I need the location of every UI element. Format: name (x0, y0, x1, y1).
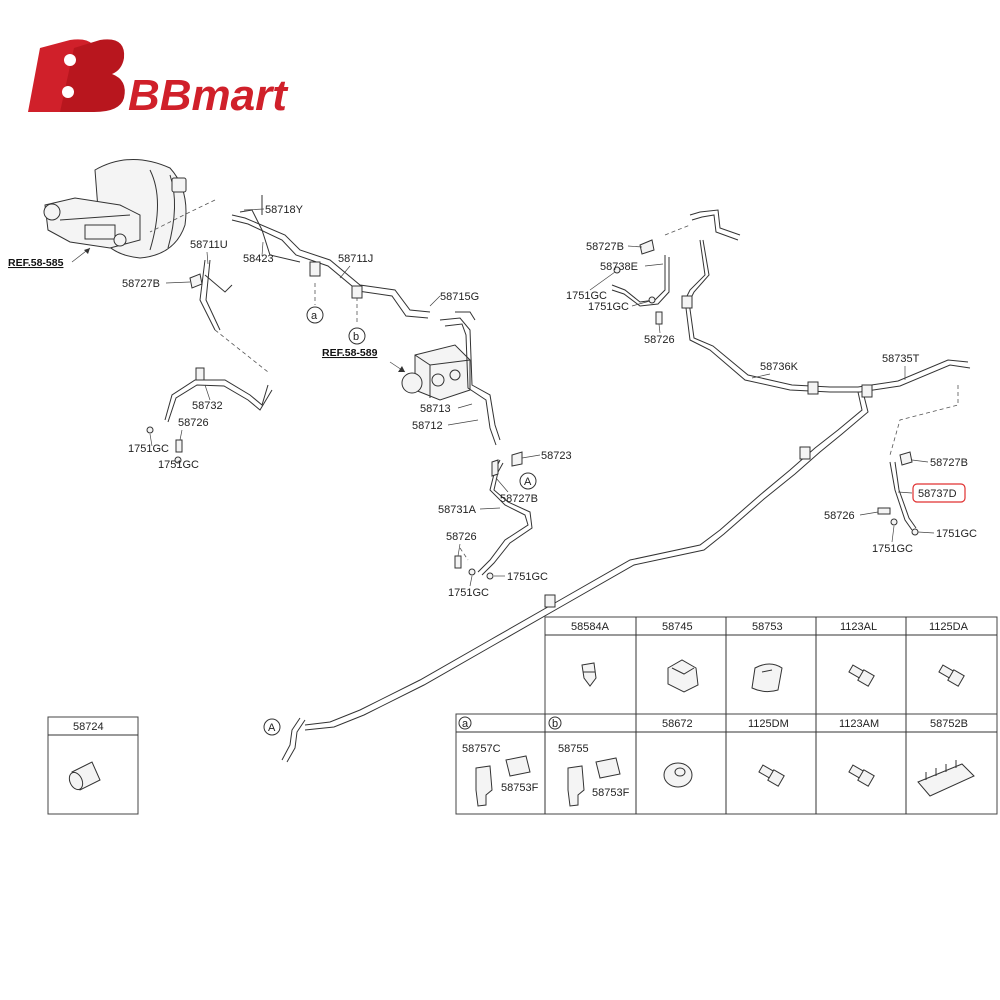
svg-text:a: a (311, 310, 318, 322)
label-58726-4: 58726 (824, 510, 855, 522)
parts-box-58724: 58724 (47, 716, 139, 815)
cell-b: b 58755 58753F (548, 716, 630, 807)
parts-table-bottom: 58672 1125DM 1123AM 58752B a 58757C 5875… (455, 713, 998, 815)
brake-booster-assembly (43, 159, 187, 259)
highlight-box-58737D (912, 483, 966, 503)
label-1751GC-2: 1751GC (158, 459, 199, 471)
bbmart-logo: BBmart (28, 39, 289, 120)
header-1125DM: 1125DM (748, 718, 789, 730)
label-58732: 58732 (192, 400, 223, 412)
header-58753: 58753 (752, 621, 783, 633)
header-58584A: 58584A (571, 621, 610, 633)
label-58753F-b: 58753F (592, 787, 630, 799)
label-58726-3: 58726 (644, 334, 675, 346)
header-1125DA: 1125DA (929, 621, 969, 633)
label-1751GC-3: 1751GC (507, 571, 548, 583)
grommet-icon (663, 762, 693, 788)
callout-b[interactable]: b (348, 327, 366, 345)
callout-A-left[interactable]: A (263, 718, 281, 736)
part-labels: 58718Y 58711U 58423 58711J 58727B 58715G… (122, 204, 977, 599)
label-58726-1: 58726 (178, 417, 209, 429)
svg-text:A: A (524, 476, 532, 488)
header-58752B: 58752B (930, 718, 968, 730)
header-1123AM: 1123AM (839, 718, 879, 730)
callout-A-right[interactable]: A (519, 472, 537, 490)
label-58423: 58423 (243, 253, 274, 265)
label-58731A: 58731A (438, 504, 477, 516)
hex-bolt-icon (938, 664, 965, 687)
connector-block-icon (505, 755, 531, 777)
label-58718Y: 58718Y (265, 204, 304, 216)
label-58713: 58713 (420, 403, 451, 415)
header-58745: 58745 (662, 621, 693, 633)
clamp-bracket-icon (667, 659, 699, 693)
front-brake-lines (149, 195, 431, 423)
grommet-clip-icon (751, 663, 783, 693)
parts-table-top: 58584A 58745 58753 1123AL 1125DA (544, 616, 998, 715)
header-58672: 58672 (662, 718, 693, 730)
ref-58-585[interactable]: REF.58-585 (8, 247, 91, 269)
bracket-icon (475, 765, 493, 807)
label-58727B-4: 58727B (930, 457, 968, 469)
label-58738E: 58738E (600, 261, 638, 273)
header-1123AL: 1123AL (840, 621, 877, 633)
label-58757C: 58757C (462, 743, 501, 755)
bracket-icon (567, 765, 585, 807)
label-58735T: 58735T (882, 353, 920, 365)
label-1751GC-1: 1751GC (128, 443, 169, 455)
label-1751GC-4: 1751GC (448, 587, 489, 599)
svg-text:REF.58-589: REF.58-589 (322, 347, 378, 359)
rear-brake-lines (281, 209, 971, 763)
label-58736K: 58736K (760, 361, 799, 373)
abs-module (401, 311, 501, 446)
label-58727B-1: 58727B (122, 278, 160, 290)
svg-text:b: b (552, 718, 558, 730)
label-1751GC-6: 1751GC (588, 301, 629, 313)
label-58727B-3: 58727B (586, 241, 624, 253)
label-1751GC-8: 1751GC (872, 543, 913, 555)
svg-text:b: b (353, 331, 359, 343)
multi-clip-icon (917, 760, 975, 797)
label-58711U: 58711U (190, 239, 228, 251)
connector-block-icon (595, 757, 621, 779)
label-1751GC-7: 1751GC (936, 528, 977, 540)
cell-a: a 58757C 58753F (458, 716, 539, 807)
svg-text:REF.58-585: REF.58-585 (8, 257, 64, 269)
label-58715G: 58715G (440, 291, 479, 303)
logo-text: BBmart (128, 71, 289, 120)
bolt-1125dm-icon (758, 764, 785, 787)
label-58712: 58712 (412, 420, 443, 432)
sleeve-icon (68, 761, 101, 791)
label-58711J: 58711J (338, 253, 373, 265)
ref-58-589[interactable]: REF.58-589 (322, 347, 406, 373)
middle-rear-lines (459, 451, 533, 576)
label-58737D[interactable]: 58737D (918, 488, 957, 500)
label-58723: 58723 (541, 450, 572, 462)
bolt-1123am-icon (848, 764, 875, 787)
label-58726-2: 58726 (446, 531, 477, 543)
label-1751GC-5: 1751GC (566, 290, 607, 302)
flange-bolt-icon (848, 664, 875, 687)
label-58753F-a: 58753F (501, 782, 539, 794)
svg-text:A: A (268, 722, 276, 734)
fasteners (146, 266, 919, 580)
svg-text:a: a (462, 718, 469, 730)
callout-a[interactable]: a (306, 306, 324, 324)
clip-plug-icon (581, 662, 597, 687)
label-58727B-2: 58727B (500, 493, 538, 505)
header-58724: 58724 (73, 721, 104, 733)
label-58755: 58755 (558, 743, 589, 755)
